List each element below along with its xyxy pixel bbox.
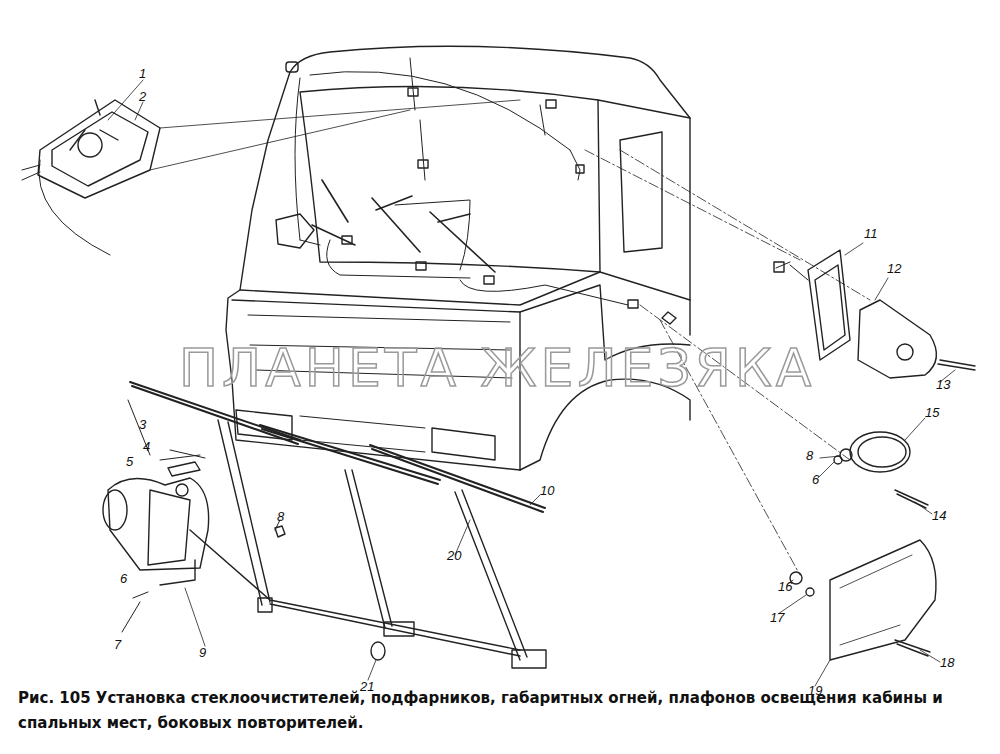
- callout-number: 2: [139, 90, 146, 103]
- callout-number: 11: [864, 227, 878, 240]
- callout-number: 15: [925, 406, 939, 419]
- callout-number: 17: [770, 611, 784, 624]
- callout-number: 12: [887, 262, 901, 275]
- callout-number: 7: [114, 638, 121, 651]
- callout-number: 6: [812, 473, 819, 486]
- callout-number: 14: [932, 509, 946, 522]
- callout-number: 5: [126, 455, 133, 468]
- callout-number: 6: [120, 572, 127, 585]
- watermark: ПЛАНЕТА ЖЕЛЕЗЯКА: [179, 342, 815, 394]
- callout-number: 10: [540, 484, 554, 497]
- callout-number: 4: [143, 440, 150, 453]
- callout-number: 18: [940, 656, 954, 669]
- figure-caption: Рис. 105 Установка стеклоочистителей, по…: [18, 686, 983, 736]
- callout-number: 3: [139, 418, 146, 431]
- callout-number: 8: [277, 510, 284, 523]
- callout-number: 1: [139, 67, 146, 80]
- callout-number: 8: [806, 449, 813, 462]
- callout-number: 20: [447, 549, 461, 562]
- callout-number: 9: [199, 646, 206, 659]
- callout-number: 13: [936, 378, 950, 391]
- callout-number: 16: [778, 580, 792, 593]
